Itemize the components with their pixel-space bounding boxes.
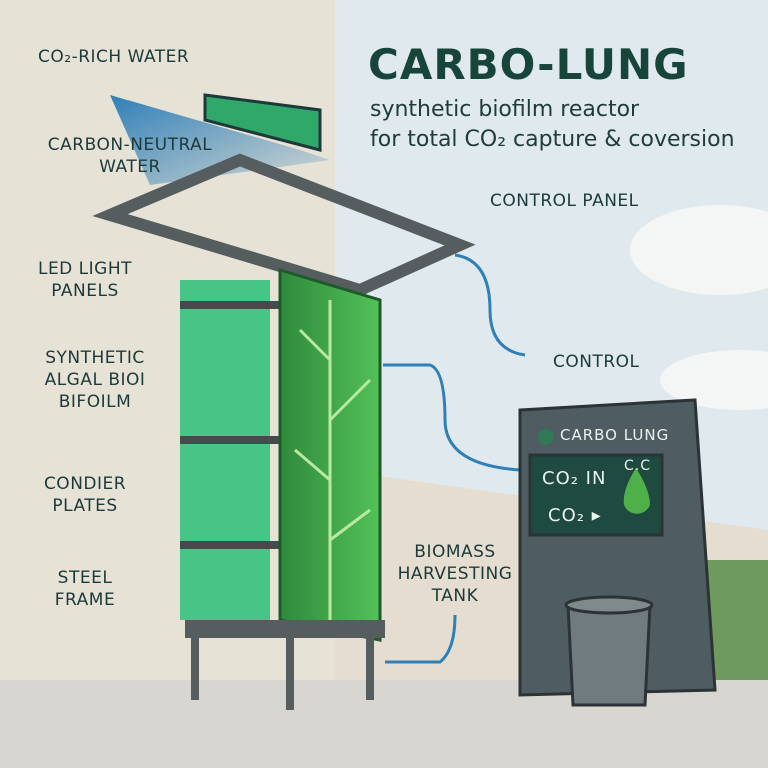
cloud xyxy=(660,350,768,410)
droplet-icon xyxy=(623,468,650,514)
label-line: STEEL xyxy=(57,568,113,588)
logo-icon xyxy=(538,429,554,445)
biomass-tank xyxy=(566,603,652,707)
ground xyxy=(0,680,768,768)
led-panels xyxy=(180,280,270,620)
subtitle-line: for total CO₂ capture & coversion xyxy=(370,127,735,152)
label-line: TANK xyxy=(431,586,479,606)
label-line: WATER xyxy=(99,157,161,177)
kiosk-line-1: CO₂ IN xyxy=(542,468,607,489)
label-line: PANELS xyxy=(51,281,119,301)
page-title: CARBO-LUNG xyxy=(368,40,689,89)
label-line: SYNTHETIC xyxy=(45,348,145,368)
subtitle-line: synthetic biofilm reactor xyxy=(370,97,640,122)
steel-frame xyxy=(185,620,385,638)
cloud xyxy=(630,205,768,295)
label-line: CONDIER xyxy=(43,474,127,494)
label-line: ALGAL BIOI xyxy=(44,370,146,390)
kiosk-badge: C.C xyxy=(624,458,652,474)
top-frame xyxy=(92,153,476,297)
label-line: HARVESTING xyxy=(397,564,513,584)
kiosk-line-2: CO₂ ▸ xyxy=(548,505,602,526)
label-line: PLATES xyxy=(52,496,118,516)
label-control: CONTROL xyxy=(553,352,640,372)
label-line: BIOMASS xyxy=(414,542,496,562)
label-line: CARBON-NEUTRAL xyxy=(47,135,213,155)
co2-arrow xyxy=(110,95,330,185)
label-line: LED LIGHT xyxy=(37,259,133,279)
label-co2-rich-water: CO₂-RICH WATER xyxy=(38,47,190,67)
control-arrow xyxy=(454,253,526,357)
kiosk-brand: CARBO LUNG xyxy=(560,426,670,444)
label-line: FRAME xyxy=(54,590,116,610)
label-control-panel: CONTROL PANEL xyxy=(490,191,639,211)
control-panel-device xyxy=(203,93,322,152)
label-line: BIFOILM xyxy=(58,392,132,412)
